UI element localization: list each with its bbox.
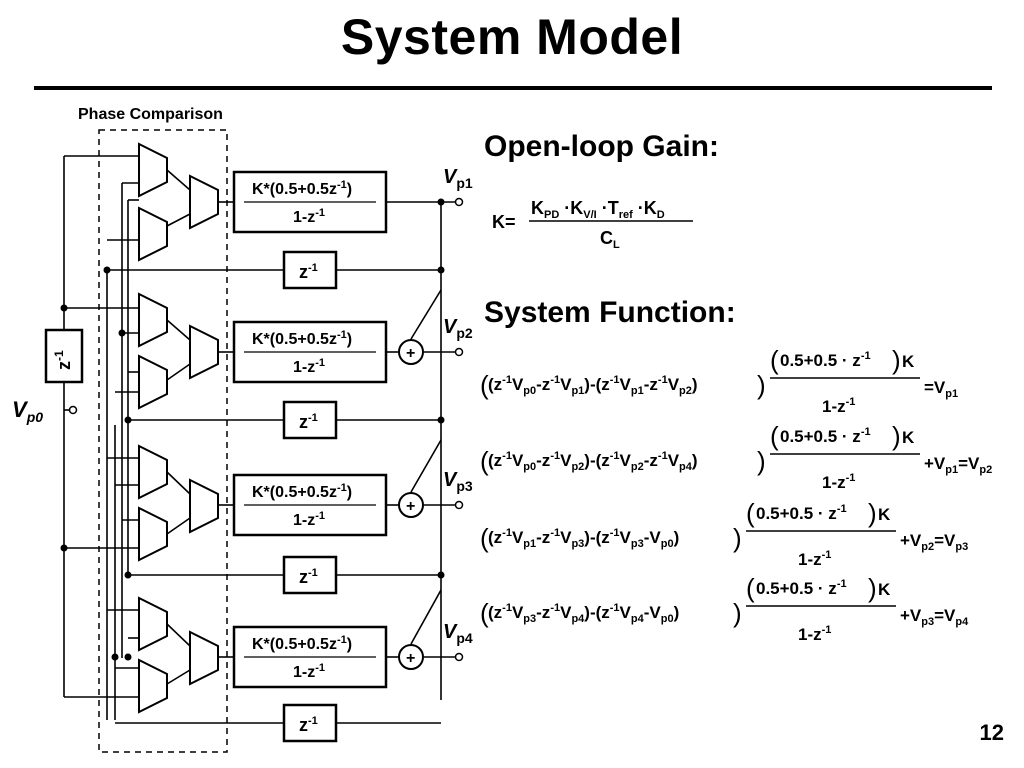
vp0-terminal bbox=[68, 405, 78, 415]
delay-blocks: z-1 z-1 z-1 z-1 bbox=[282, 250, 338, 743]
filter-block-3: K*(0.5+0.5z-1) 1-z-1 bbox=[232, 473, 388, 537]
output-terminals: Vp1 Vp2 Vp3 Vp4 bbox=[443, 166, 473, 662]
filter-block-4: K*(0.5+0.5z-1) 1-z-1 bbox=[232, 625, 388, 689]
svg-text:K*(0.5+0.5z-1): K*(0.5+0.5z-1) bbox=[252, 329, 352, 348]
system-function-heading: System Function: bbox=[484, 296, 736, 329]
svg-text:1-z-1: 1-z-1 bbox=[293, 207, 325, 226]
svg-text:+: + bbox=[406, 498, 415, 515]
vp4-label: Vp4 bbox=[443, 621, 473, 646]
adders: + + + bbox=[398, 339, 424, 670]
svg-text:K*(0.5+0.5z-1): K*(0.5+0.5z-1) bbox=[252, 482, 352, 501]
vp0-label: Vp0 bbox=[12, 397, 43, 425]
delay-block-3: z-1 bbox=[282, 555, 338, 595]
filter-block-2: K*(0.5+0.5z-1) 1-z-1 bbox=[232, 320, 388, 384]
title-divider bbox=[34, 86, 992, 90]
svg-text:z-1: z-1 bbox=[299, 412, 318, 432]
svg-text:K*(0.5+0.5z-1): K*(0.5+0.5z-1) bbox=[252, 179, 352, 198]
svg-text:K*(0.5+0.5z-1): K*(0.5+0.5z-1) bbox=[252, 634, 352, 653]
delay-block-4: z-1 bbox=[282, 703, 338, 743]
subtractors bbox=[138, 143, 219, 713]
svg-text:1-z-1: 1-z-1 bbox=[293, 357, 325, 376]
adder-3: + bbox=[398, 492, 424, 518]
page-number: 12 bbox=[979, 720, 1004, 745]
svg-text:z-1: z-1 bbox=[299, 567, 318, 587]
phase-comparison-label: Phase Comparison bbox=[78, 106, 223, 123]
svg-text:+: + bbox=[406, 345, 415, 362]
vp3-label: Vp3 bbox=[443, 469, 473, 494]
open-loop-gain-heading: Open-loop Gain: bbox=[484, 130, 719, 163]
filter-block-1: K*(0.5+0.5z-1) 1-z-1 bbox=[232, 170, 388, 234]
vp2-label: Vp2 bbox=[443, 316, 473, 341]
junction-dots bbox=[60, 198, 445, 661]
delay-block-1: z-1 bbox=[282, 250, 338, 290]
svg-text:z-1: z-1 bbox=[299, 262, 318, 282]
filter-blocks: K*(0.5+0.5z-1) 1-z-1 K*(0.5+0.5z-1) 1-z-… bbox=[232, 170, 388, 689]
vp1-label: Vp1 bbox=[443, 166, 473, 191]
svg-text:1-z-1: 1-z-1 bbox=[293, 510, 325, 529]
input-delay-label: z-1 bbox=[52, 350, 74, 370]
slide-title: System Model bbox=[340, 9, 684, 65]
adder-4: + bbox=[398, 644, 424, 670]
svg-text:+: + bbox=[406, 650, 415, 667]
svg-text:z-1: z-1 bbox=[299, 715, 318, 735]
adder-2: + bbox=[398, 339, 424, 365]
delay-block-2: z-1 bbox=[282, 400, 338, 440]
svg-text:1-z-1: 1-z-1 bbox=[293, 662, 325, 681]
input-delay-block bbox=[44, 328, 84, 384]
phase-comparison-box bbox=[98, 129, 228, 753]
